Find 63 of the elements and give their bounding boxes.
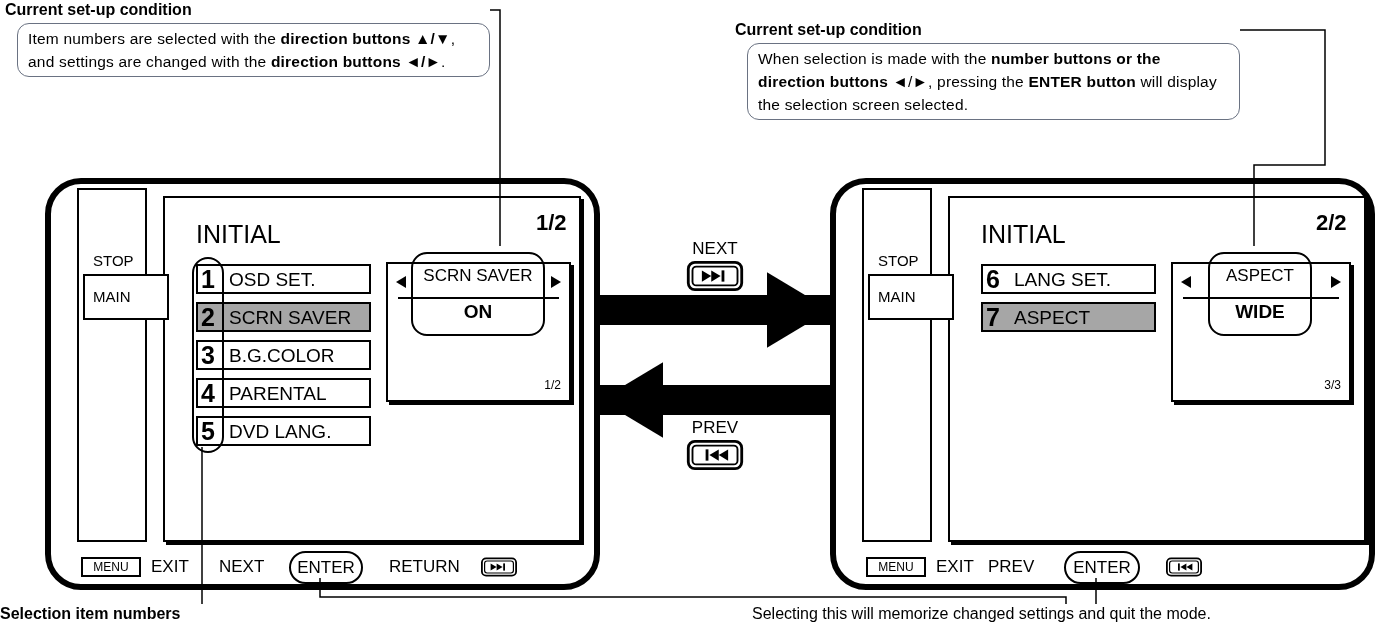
bar-label: NEXT — [219, 557, 265, 577]
bar-label: ENTER — [1073, 557, 1131, 578]
item-number: 4 — [201, 380, 216, 406]
setting-name: SCRN SAVER — [423, 266, 533, 286]
menu-item — [981, 302, 1156, 332]
setting-panel — [1171, 262, 1351, 402]
arrow — [600, 362, 830, 438]
menu-item — [196, 378, 371, 408]
menu-item — [196, 340, 371, 370]
setting-value: WIDE — [1235, 300, 1285, 324]
tv-screen — [830, 178, 1375, 590]
callout-heading: Selection item numbers — [0, 604, 181, 624]
note-text: Selecting this will memorize changed settings and quit the mode. — [752, 604, 1211, 624]
page-number: 1/2 — [544, 377, 561, 394]
page-number: 1/2 — [536, 209, 567, 237]
item-label: SCRN SAVER — [229, 307, 352, 327]
item-label: PARENTAL — [229, 383, 327, 403]
status-text: STOP — [93, 251, 134, 271]
arrow — [600, 272, 830, 348]
status-text: STOP — [878, 251, 919, 271]
menu-title: INITIAL — [196, 219, 281, 250]
menu-key: MENU — [81, 557, 141, 577]
leader-line — [201, 446, 203, 605]
bar-label: PREV — [988, 557, 1035, 577]
item-label: OSD SET. — [229, 269, 316, 289]
item-number: 1 — [201, 266, 216, 292]
callout-text: Item numbers are selected with the direction buttons ▲/▼, and settings are changed with the direction buttons ◄/►. — [17, 23, 490, 77]
main-tab: MAIN — [868, 274, 954, 320]
item-number: 3 — [201, 342, 216, 368]
setting-value: ON — [463, 300, 493, 324]
callout-heading: Current set-up condition — [5, 0, 192, 20]
item-number: 7 — [986, 304, 1001, 330]
main-tab: MAIN — [83, 274, 169, 320]
callout-text: When selection is made with the number buttons or the direction buttons ◄/►, pressing the ENTER button will display the selection screen selected. — [747, 43, 1240, 120]
item-label: DVD LANG. — [229, 421, 332, 441]
tv-screen — [45, 178, 600, 590]
leader-line — [1095, 577, 1097, 605]
menu-item — [981, 264, 1156, 294]
item-label: B.G.COLOR — [229, 345, 335, 365]
item-number: 2 — [201, 304, 216, 330]
menu-item — [196, 264, 371, 294]
setting-panel — [386, 262, 571, 402]
menu-key: MENU — [866, 557, 926, 577]
item-number: 6 — [986, 266, 1001, 292]
setting-name: ASPECT — [1226, 266, 1294, 286]
callout-heading: Current set-up condition — [735, 20, 922, 40]
bar-label: RETURN — [389, 557, 460, 577]
item-label: ASPECT — [1014, 307, 1091, 327]
page-number: 2/2 — [1316, 209, 1347, 237]
item-label: LANG SET. — [1014, 269, 1112, 289]
bar-label: EXIT — [936, 557, 974, 577]
page-number: 3/3 — [1324, 377, 1341, 394]
leader-line — [1239, 29, 1326, 247]
bar-label: ENTER — [297, 557, 355, 578]
leader-line — [319, 577, 1067, 605]
bar-label: EXIT — [151, 557, 189, 577]
edge-label: PREV — [691, 418, 739, 438]
menu-title: INITIAL — [981, 219, 1066, 250]
menu-item — [196, 302, 371, 332]
item-number: 5 — [201, 418, 216, 444]
menu-item — [196, 416, 371, 446]
edge-label: NEXT — [692, 239, 738, 259]
leader-line — [489, 9, 501, 247]
